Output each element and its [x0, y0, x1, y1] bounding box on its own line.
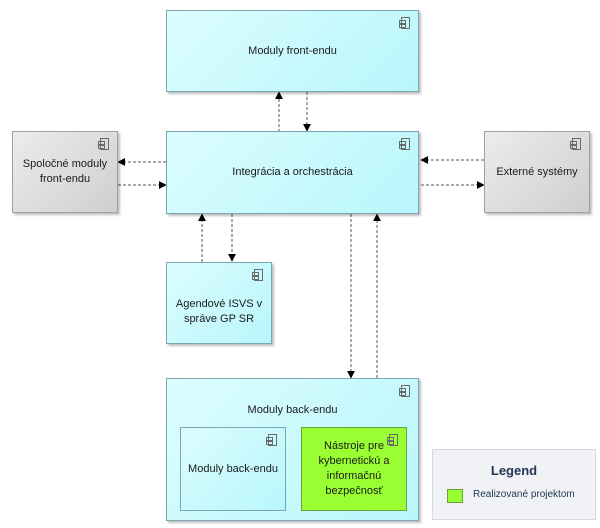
legend-item-label: Realizované projektom	[473, 489, 575, 500]
shared-frontend-modules-label: Spoločné moduly front-endu	[22, 158, 108, 185]
component-icon	[98, 138, 109, 150]
component-icon	[399, 138, 410, 150]
legend-swatch-realized	[447, 489, 463, 503]
component-icon	[570, 138, 581, 150]
agendove-isvs-box[interactable]: Agendové ISVS v správe GP SR	[166, 262, 272, 344]
backend-modules-container-label: Moduly back-endu	[247, 404, 338, 416]
agendove-isvs-label: Agendové ISVS v správe GP SR	[175, 298, 263, 325]
legend-title: Legend	[490, 463, 538, 478]
component-icon	[387, 434, 398, 446]
shared-frontend-modules-box[interactable]: Spoločné moduly front-endu	[12, 131, 118, 213]
frontend-modules-label: Moduly front-endu	[248, 44, 337, 57]
legend: Legend Realizované projektom	[432, 449, 596, 520]
external-systems-box[interactable]: Externé systémy	[484, 131, 590, 213]
backend-modules-inner-label: Moduly back-endu	[188, 462, 278, 475]
frontend-modules-box[interactable]: Moduly front-endu	[166, 10, 419, 92]
security-tools-label: Nástroje pre kybernetickú a informačnú b…	[318, 440, 390, 497]
integration-box[interactable]: Integrácia a orchestrácia	[166, 131, 419, 214]
component-icon	[399, 385, 410, 397]
security-tools-box[interactable]: Nástroje pre kybernetickú a informačnú b…	[301, 427, 407, 511]
backend-modules-inner-box[interactable]: Moduly back-endu	[180, 427, 286, 511]
backend-modules-container[interactable]: Moduly back-endu Moduly back-endu Nástro…	[166, 378, 419, 521]
component-icon	[252, 269, 263, 281]
component-icon	[266, 434, 277, 446]
integration-label: Integrácia a orchestrácia	[232, 166, 353, 178]
component-icon	[399, 17, 410, 29]
external-systems-label: Externé systémy	[496, 165, 578, 178]
